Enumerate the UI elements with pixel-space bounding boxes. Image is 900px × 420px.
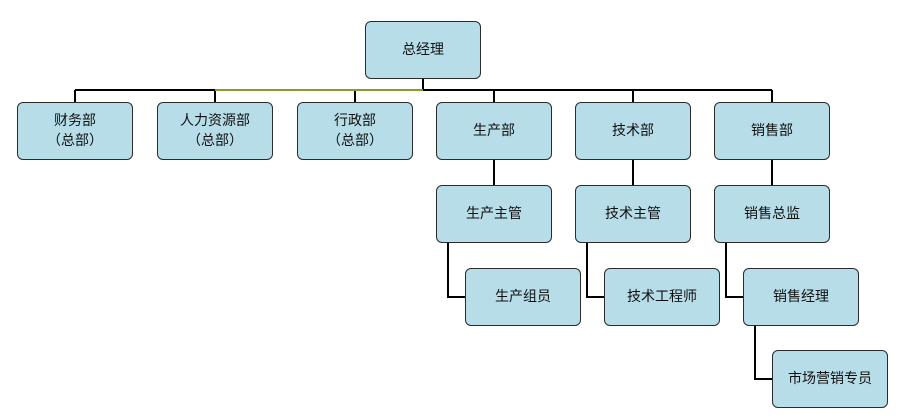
connector-sales-manager	[725, 243, 743, 298]
node-sales-manager[interactable]: 销售经理	[743, 268, 859, 326]
node-label: 总经理	[402, 42, 444, 58]
node-label: 销售部	[751, 123, 793, 139]
node-label: 生产主管	[466, 206, 522, 222]
node-technology-supervisor[interactable]: 技术主管	[575, 185, 691, 243]
node-finance-department[interactable]: 财务部 （总部）	[17, 102, 133, 160]
connector-technology-engineer	[586, 243, 604, 298]
node-label: 财务部	[54, 113, 96, 129]
node-general-manager[interactable]: 总经理	[365, 21, 481, 79]
node-label: 技术部	[612, 123, 654, 139]
node-marketing-specialist[interactable]: 市场营销专员	[772, 350, 888, 408]
node-production-supervisor[interactable]: 生产主管	[436, 185, 552, 243]
node-production-member[interactable]: 生产组员	[465, 268, 581, 326]
node-label: 技术工程师	[627, 289, 697, 305]
node-sublabel: （总部）	[47, 133, 103, 149]
node-label: 生产部	[473, 123, 515, 139]
node-label: 生产组员	[495, 289, 551, 305]
node-sublabel: （总部）	[187, 133, 243, 149]
node-technology-department[interactable]: 技术部	[575, 102, 691, 160]
node-label: 技术主管	[605, 206, 661, 222]
node-label: 人力资源部	[180, 113, 250, 129]
node-label: 销售总监	[744, 206, 800, 222]
node-sublabel: （总部）	[327, 133, 383, 149]
node-production-department[interactable]: 生产部	[436, 102, 552, 160]
connector-production-member	[447, 243, 465, 298]
node-technology-engineer[interactable]: 技术工程师	[604, 268, 720, 326]
node-label: 市场营销专员	[788, 371, 872, 387]
node-label: 行政部	[334, 113, 376, 129]
node-label: 销售经理	[773, 289, 829, 305]
node-admin-department[interactable]: 行政部 （总部）	[297, 102, 413, 160]
connector-marketing-specialist	[754, 326, 772, 380]
node-sales-director[interactable]: 销售总监	[714, 185, 830, 243]
node-hr-department[interactable]: 人力资源部 （总部）	[157, 102, 273, 160]
node-sales-department[interactable]: 销售部	[714, 102, 830, 160]
